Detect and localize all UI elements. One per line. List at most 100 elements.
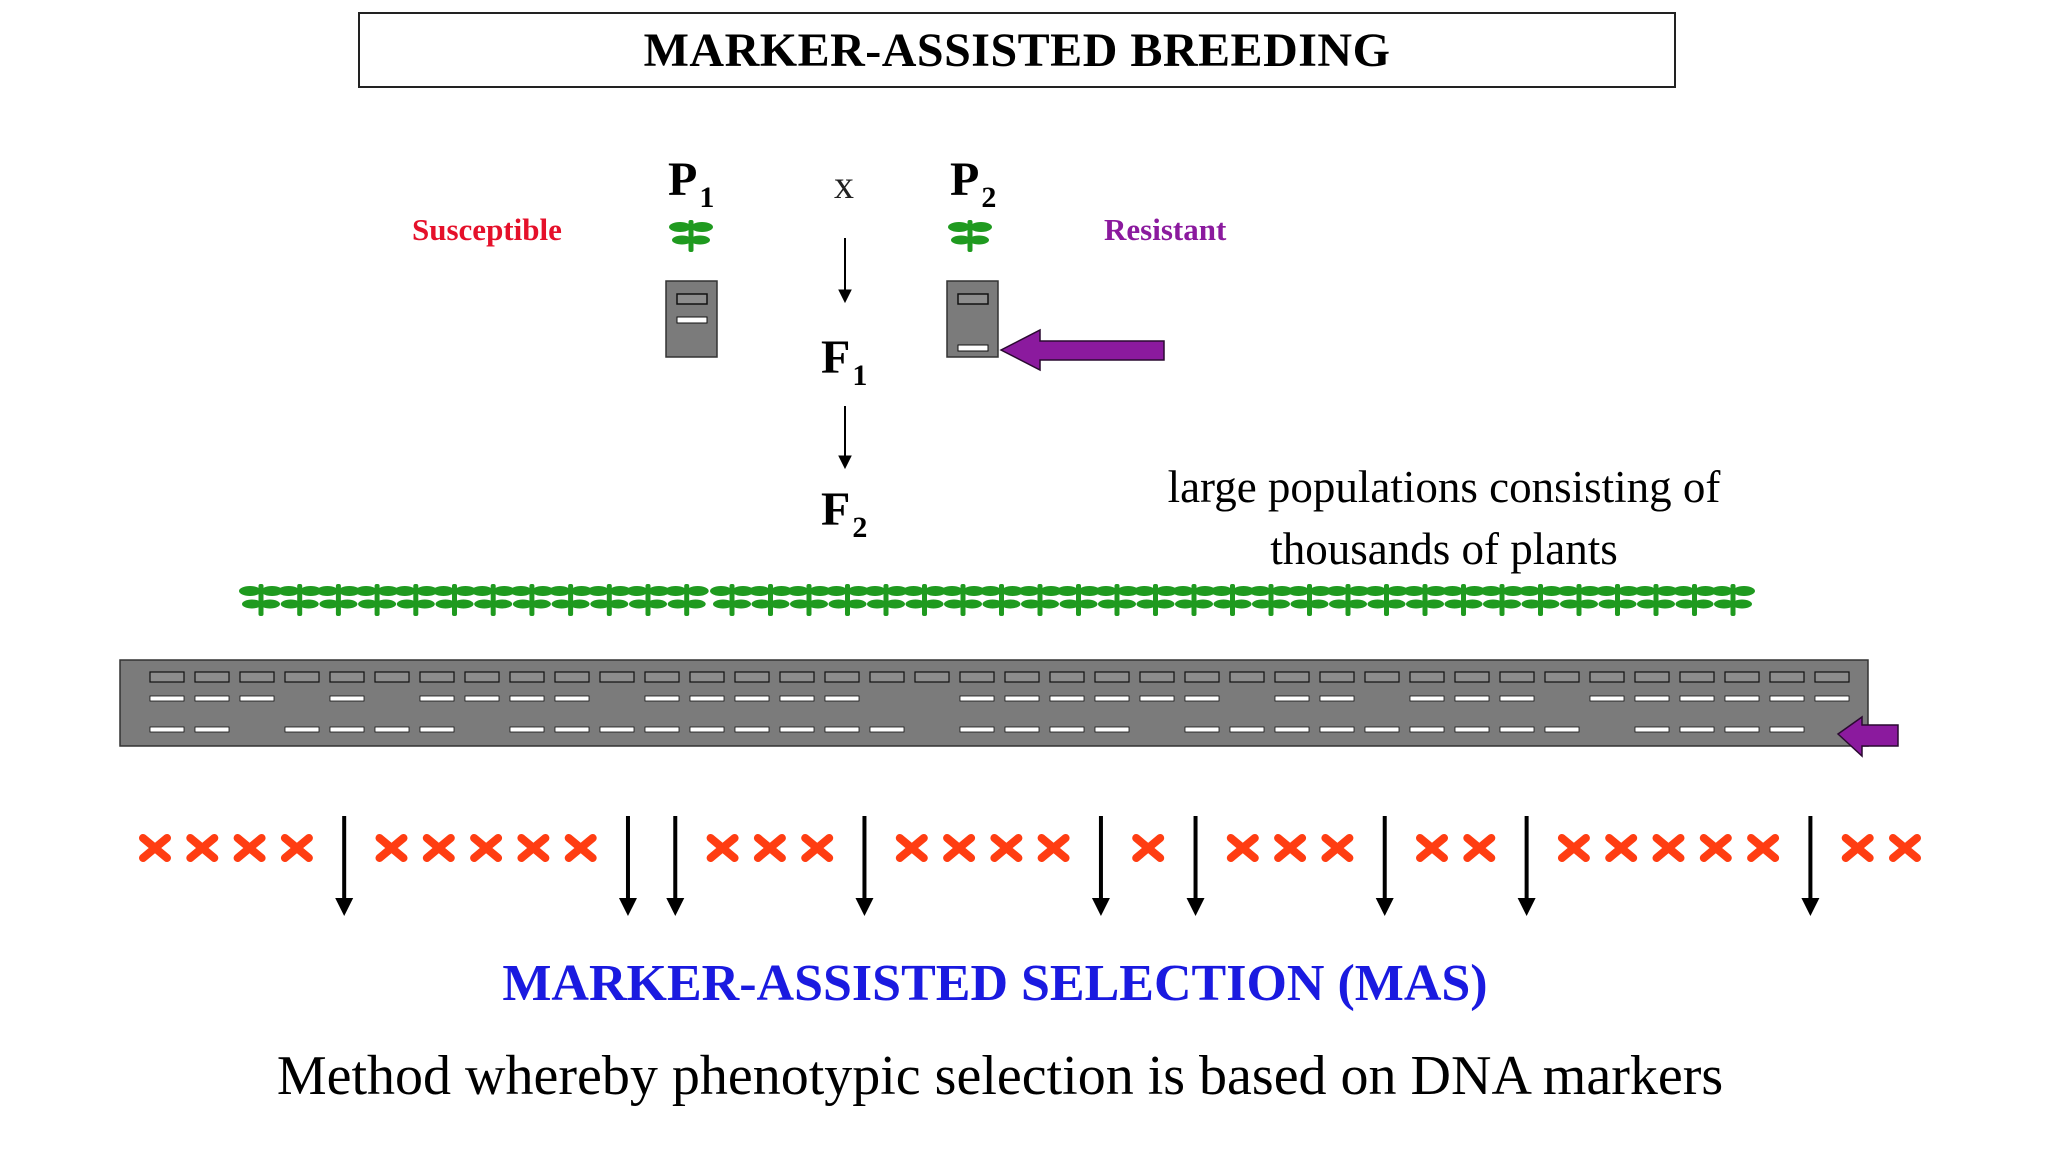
gel-band-lower (374, 726, 410, 733)
gel-well (1679, 671, 1715, 683)
f1-letter: F (821, 331, 851, 384)
gel-band-lower (1724, 726, 1760, 733)
gel-band-upper (1454, 695, 1490, 702)
rejected-x-icon (1562, 838, 1586, 858)
population-plant-icon (1133, 584, 1178, 616)
gel-band-lower (1274, 726, 1310, 733)
gel-band-lower (599, 726, 635, 733)
population-plant-icon (355, 584, 400, 616)
gel-band-upper (779, 695, 815, 702)
gel-well (509, 671, 545, 683)
resistant-label: Resistant (1104, 212, 1227, 247)
gel-band-upper (194, 695, 230, 702)
gel-well (374, 671, 410, 683)
population-plant-icon (548, 584, 593, 616)
gel-band-lower (1319, 726, 1355, 733)
rejected-x-icon (947, 838, 971, 858)
population-plant-icon (432, 584, 477, 616)
gel-well (1634, 671, 1670, 683)
population-plant-icon (664, 584, 709, 616)
selection-marks (143, 816, 1917, 916)
gel-well (1229, 671, 1265, 683)
population-gel-arrow-icon (1836, 715, 1899, 758)
population-plant-icon (1441, 584, 1486, 616)
gel-band-lower (554, 726, 590, 733)
gel-band-lower (644, 726, 680, 733)
gel-well (644, 671, 680, 683)
population-plant-icon (393, 584, 438, 616)
population-plant-icon (1210, 584, 1255, 616)
f1-subscript: 1 (852, 359, 868, 392)
population-plant-icon (1172, 584, 1216, 616)
gel-band-upper (1319, 695, 1355, 702)
rejected-x-icon (994, 838, 1018, 858)
gel-band-lower (689, 726, 725, 733)
population-plant-icon (748, 584, 793, 616)
rejected-x-icon (143, 838, 167, 858)
gel-well (1274, 671, 1310, 683)
rejected-x-icon (1751, 838, 1775, 858)
gel-band-upper (1634, 695, 1670, 702)
gel-band-upper (1094, 695, 1130, 702)
f2-letter: F (821, 483, 851, 536)
selected-arrow-icon (855, 816, 874, 916)
selected-arrow-icon (1517, 816, 1536, 916)
population-plant-icon (1326, 584, 1370, 616)
f1-label: F1 (821, 334, 867, 391)
rejected-x-icon (1136, 838, 1160, 858)
population-plant-icon (1672, 584, 1717, 616)
parent-1-subscript: 1 (699, 181, 715, 214)
population-plant-icon (902, 584, 947, 616)
gel-band-upper (734, 695, 770, 702)
rejected-x-icon (1042, 838, 1066, 858)
population-plant-icon (1595, 584, 1640, 616)
rejected-x-icon (1846, 838, 1870, 858)
rejected-x-icon (1467, 838, 1491, 858)
gel-band-lower (149, 726, 185, 733)
gel-well (599, 671, 635, 683)
population-plant-icon (1095, 584, 1139, 616)
parent-2-subscript: 2 (981, 181, 997, 214)
population-note-line-1: large populations consisting of (1167, 462, 1721, 512)
gel-band-upper (239, 695, 275, 702)
gel-well (1139, 671, 1175, 683)
resistant-band-arrow-icon (999, 328, 1165, 372)
population-plant-icon (1557, 584, 1601, 616)
gel-well (1049, 671, 1085, 683)
population-gel-icon (119, 659, 1869, 747)
population-plant-icon (1634, 584, 1678, 616)
population-note-line-2: thousands of plants (1270, 524, 1618, 574)
population-plant-icon (471, 584, 516, 616)
gel-band-lower (1409, 726, 1445, 733)
population-note: large populations consisting of thousand… (1094, 456, 1794, 580)
gel-band-upper (644, 695, 680, 702)
gel-well (959, 671, 995, 683)
rejected-x-icon (758, 838, 782, 858)
rejected-x-icon (1278, 838, 1302, 858)
method-description: Method whereby phenotypic selection is b… (276, 1045, 1724, 1107)
gel-band-lower (1454, 726, 1490, 733)
gel-band-lower (779, 726, 815, 733)
rejected-x-icon (1420, 838, 1444, 858)
parent-2-plant-icon (948, 220, 992, 252)
gel-well (1724, 671, 1760, 683)
gel-well (419, 671, 455, 683)
rejected-x-icon (1231, 838, 1255, 858)
gel-well (464, 671, 500, 683)
gel-well (1544, 671, 1580, 683)
diagram-title: MARKER-ASSISTED BREEDING (643, 23, 1391, 77)
gel-band-lower (869, 726, 905, 733)
gel-well (284, 671, 320, 683)
f2-label: F2 (821, 486, 867, 543)
rejected-x-icon (1893, 838, 1917, 858)
gel-well (1814, 671, 1850, 683)
selected-arrow-icon (618, 816, 637, 916)
population-plant-icon (316, 584, 361, 616)
gel-band-upper (1589, 695, 1625, 702)
gel-band-upper (824, 695, 860, 702)
gel-band-lower (1544, 726, 1580, 733)
gel-well (1769, 671, 1805, 683)
rejected-x-icon (427, 838, 451, 858)
rejected-x-icon (1657, 838, 1681, 858)
gel-band-lower (329, 726, 365, 733)
